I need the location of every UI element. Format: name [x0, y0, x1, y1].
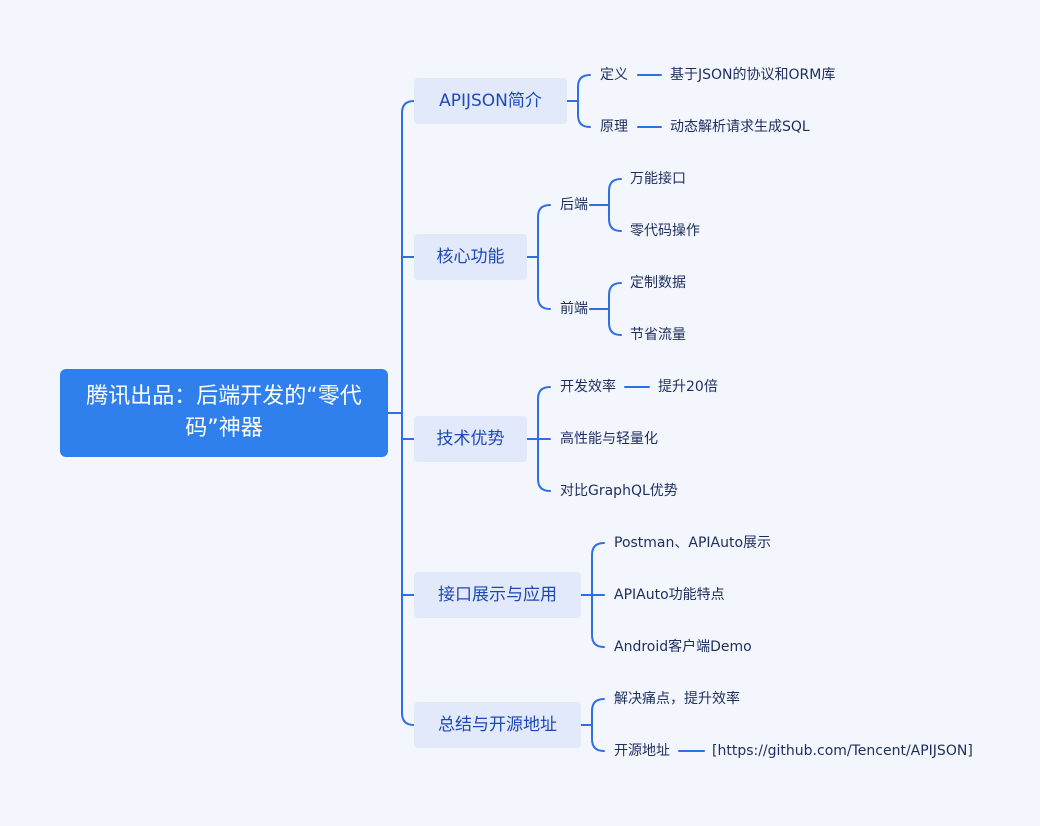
branch-summary-opensource[interactable]: 总结与开源地址 [414, 702, 581, 748]
node-android-demo[interactable]: Android客户端Demo [614, 639, 752, 655]
node-high-performance[interactable]: 高性能与轻量化 [560, 431, 658, 447]
branch-core-features[interactable]: 核心功能 [414, 234, 527, 280]
connector-summary-fork [591, 698, 605, 752]
connector-trunk [401, 100, 415, 726]
node-dev-efficiency[interactable]: 开发效率 [560, 379, 616, 395]
node-universal-api[interactable]: 万能接口 [630, 171, 686, 187]
node-boost-20x[interactable]: 提升20倍 [658, 379, 718, 395]
node-vs-graphql[interactable]: 对比GraphQL优势 [560, 483, 678, 499]
node-zero-code-ops[interactable]: 零代码操作 [630, 223, 700, 239]
node-definition-detail[interactable]: 基于JSON的协议和ORM库 [670, 67, 836, 83]
node-solve-pain[interactable]: 解决痛点，提升效率 [614, 691, 740, 707]
node-open-source[interactable]: 开源地址 [614, 743, 670, 759]
root-node[interactable]: 腾讯出品：后端开发的“零代码”神器 [60, 369, 388, 457]
node-principle-detail[interactable]: 动态解析请求生成SQL [670, 119, 810, 135]
node-principle[interactable]: 原理 [600, 119, 628, 135]
node-definition[interactable]: 定义 [600, 67, 628, 83]
branch-api-showcase[interactable]: 接口展示与应用 [414, 572, 581, 618]
connector-intro-fork [577, 74, 591, 128]
connector-backend-fork [608, 178, 622, 232]
node-backend[interactable]: 后端 [560, 197, 588, 213]
connector-frontend-fork [608, 282, 622, 336]
branch-apijson-intro[interactable]: APIJSON简介 [414, 78, 567, 124]
node-repo-link[interactable]: [https://github.com/Tencent/APIJSON] [712, 743, 973, 759]
node-postman-apiauto[interactable]: Postman、APIAuto展示 [614, 535, 772, 551]
node-custom-data[interactable]: 定制数据 [630, 275, 686, 291]
node-frontend[interactable]: 前端 [560, 301, 588, 317]
connector-core-fork [537, 204, 551, 310]
branch-tech-advantages[interactable]: 技术优势 [414, 416, 527, 462]
root-title: 腾讯出品：后端开发的“零代码”神器 [86, 384, 362, 441]
node-apiauto-features[interactable]: APIAuto功能特点 [614, 587, 725, 603]
node-save-traffic[interactable]: 节省流量 [630, 327, 686, 343]
